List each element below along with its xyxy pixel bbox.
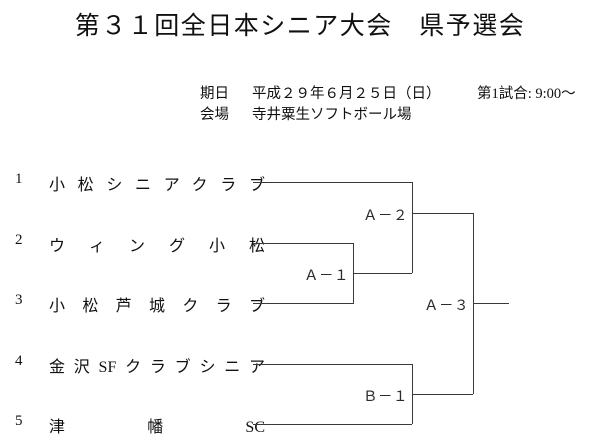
event-date-label: 期日 xyxy=(200,86,229,102)
feed-line-team-4 xyxy=(253,364,412,365)
event-venue-label: 会場 xyxy=(200,107,229,123)
seed-number-3: 3 xyxy=(15,292,23,308)
feed-line-team-3 xyxy=(253,303,353,304)
feed-line-team-2 xyxy=(253,243,353,244)
match-label-b-1: Ｂ－１ xyxy=(363,389,408,405)
event-date-value: 平成２９年６月２５日（日） xyxy=(252,86,441,102)
team-name-2: ウィング小松 xyxy=(49,238,265,255)
team-name-3: 小松芦城クラブ xyxy=(49,298,265,315)
bracket-team-row-5: 5 津幡SC xyxy=(15,413,265,436)
event-venue-value: 寺井粟生ソフトボール場 xyxy=(252,107,412,123)
connector-a-2-vertical xyxy=(412,182,413,273)
event-info: 期日 平成２９年６月２５日（日） 会場 寺井粟生ソフトボール場 xyxy=(200,84,441,126)
first-game-time: 第1試合: 9:00〜 xyxy=(477,86,576,102)
seed-number-2: 2 xyxy=(15,232,23,248)
team-name-4: 金沢SFクラブシニア xyxy=(49,359,265,376)
page-title: 第３１回全日本シニア大会 県予選会 xyxy=(74,13,526,40)
team-name-5: 津幡SC xyxy=(49,419,265,436)
bracket-team-row-1: 1 小松シニアクラブ xyxy=(15,171,265,194)
seed-number-5: 5 xyxy=(15,413,23,429)
team-name-1: 小松シニアクラブ xyxy=(49,177,265,194)
winner-line-b-1 xyxy=(412,394,473,395)
event-venue-row: 会場 寺井粟生ソフトボール場 xyxy=(200,105,441,126)
match-label-a-3: Ａ－３ xyxy=(424,298,469,314)
winner-line-a-1 xyxy=(353,273,412,274)
seed-number-1: 1 xyxy=(15,171,23,187)
winner-line-a-3 xyxy=(473,303,509,304)
winner-line-a-2 xyxy=(412,213,473,214)
bracket-team-row-2: 2 ウィング小松 xyxy=(15,232,265,255)
event-date-row: 期日 平成２９年６月２５日（日） xyxy=(200,84,441,105)
feed-line-team-1 xyxy=(253,182,412,183)
bracket-team-row-4: 4 金沢SFクラブシニア xyxy=(15,353,265,376)
match-label-a-2: Ａ－２ xyxy=(363,208,408,224)
bracket-team-row-3: 3 小松芦城クラブ xyxy=(15,292,265,315)
seed-number-4: 4 xyxy=(15,353,23,369)
feed-line-team-5 xyxy=(253,424,412,425)
match-label-a-1: Ａ－１ xyxy=(304,268,349,284)
